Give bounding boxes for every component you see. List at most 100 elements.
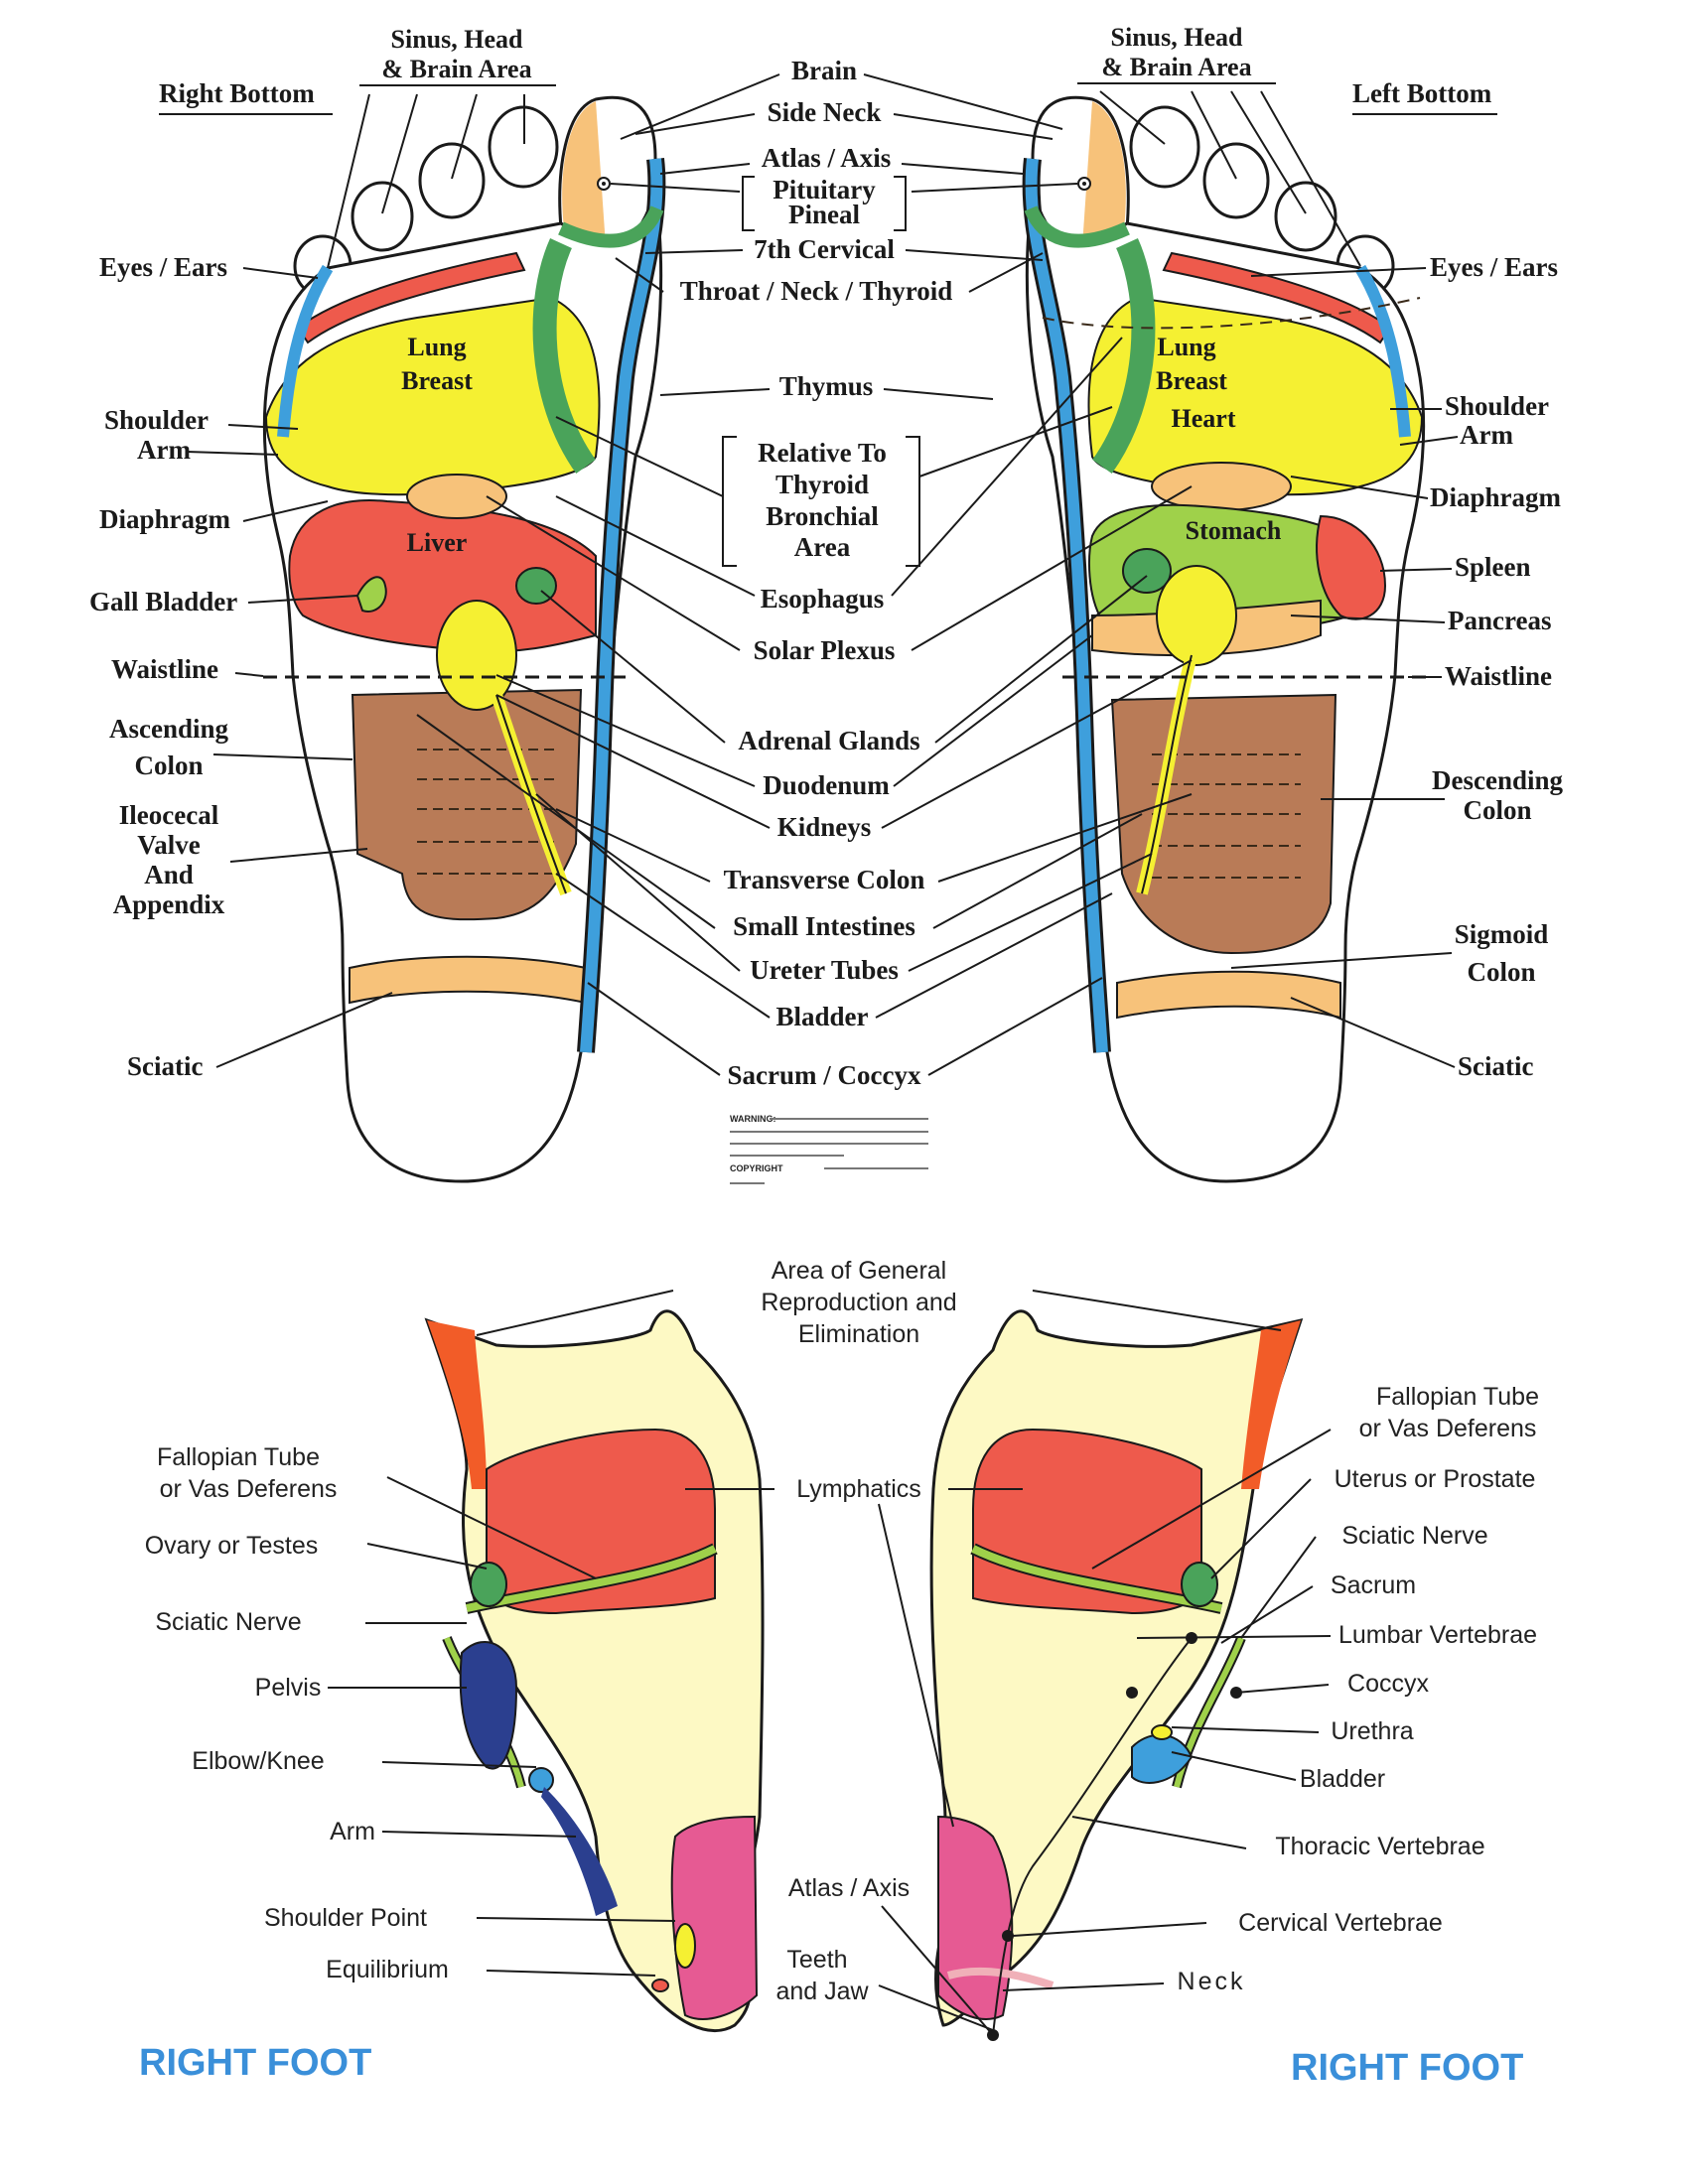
label-shoulder-left: Shoulder xyxy=(104,405,209,435)
label-urethra: Urethra xyxy=(1331,1717,1413,1745)
label-ovary: Ovary or Testes xyxy=(145,1532,319,1560)
label-fallopian-right-2: or Vas Deferens xyxy=(1359,1415,1537,1442)
label-relative-2: Thyroid xyxy=(775,470,869,499)
label-fallopian-left-2: or Vas Deferens xyxy=(160,1475,338,1503)
label-pineal: Pineal xyxy=(788,200,860,229)
right-toe-4 xyxy=(1274,181,1337,252)
label-lymphatics: Lymphatics xyxy=(796,1475,921,1503)
left-toe-4 xyxy=(351,181,414,252)
label-relative-3: Bronchial xyxy=(766,501,879,531)
center-labels: Brain Side Neck Atlas / Axis Pituitary P… xyxy=(680,56,953,1090)
label-arm-side: Arm xyxy=(330,1818,375,1845)
label-atlas-axis-sole: Atlas / Axis xyxy=(762,143,892,173)
label-sciatic-nerve-right: Sciatic Nerve xyxy=(1341,1522,1487,1550)
left-liver xyxy=(288,499,597,653)
label-thoracic: Thoracic Vertebrae xyxy=(1275,1833,1484,1860)
label-pituitary: Pituitary xyxy=(773,175,876,205)
label-gall-bladder: Gall Bladder xyxy=(89,587,237,616)
label-waistline-right: Waistline xyxy=(1445,661,1552,691)
label-uterus: Uterus or Prostate xyxy=(1335,1465,1536,1493)
side-foot-medial xyxy=(424,1309,765,2033)
label-equilibrium: Equilibrium xyxy=(326,1956,449,1983)
label-eyes-ears-left: Eyes / Ears xyxy=(99,252,227,282)
label-sinus-right-line1: Sinus, Head xyxy=(1111,23,1243,52)
label-solar-plexus: Solar Plexus xyxy=(754,635,896,665)
label-ascending-colon-2: Colon xyxy=(134,751,203,780)
title-right-foot-1: RIGHT FOOT xyxy=(139,2042,371,2084)
label-coccyx: Coccyx xyxy=(1347,1670,1429,1698)
right-colon xyxy=(1110,693,1337,955)
label-sigmoid-colon-1: Sigmoid xyxy=(1455,919,1549,949)
label-transverse-colon: Transverse Colon xyxy=(724,865,925,894)
warning-heading: WARNING: xyxy=(730,1114,776,1124)
label-sciatic-left: Sciatic xyxy=(127,1051,203,1081)
label-lung-left: Lung xyxy=(407,333,466,361)
label-sacrum-coccyx: Sacrum / Coccyx xyxy=(728,1060,921,1090)
label-breast-left: Breast xyxy=(401,366,473,395)
label-waistline-left: Waistline xyxy=(111,654,218,684)
left-sole-labels: Eyes / Ears Shoulder Arm Diaphragm Gall … xyxy=(89,252,237,1081)
label-neck: Neck xyxy=(1178,1968,1246,1995)
label-general-area-2: Reproduction and xyxy=(761,1289,956,1316)
label-descending-colon-2: Colon xyxy=(1463,795,1531,825)
label-brain: Brain xyxy=(791,56,857,85)
label-arm-left: Arm xyxy=(137,435,191,465)
label-fallopian-left-1: Fallopian Tube xyxy=(157,1443,320,1471)
label-atlas-axis-side: Atlas / Axis xyxy=(788,1874,910,1902)
label-ileocecal-4: Appendix xyxy=(113,889,225,919)
label-ureter: Ureter Tubes xyxy=(750,955,899,985)
label-adrenal: Adrenal Glands xyxy=(738,726,919,755)
label-diaphragm-left: Diaphragm xyxy=(99,504,231,534)
title-right-foot-2: RIGHT FOOT xyxy=(1291,2047,1523,2089)
heading-right-bottom: Right Bottom xyxy=(159,78,315,108)
label-arm-right: Arm xyxy=(1460,420,1513,450)
label-spleen: Spleen xyxy=(1455,552,1531,582)
label-sciatic-right: Sciatic xyxy=(1458,1051,1533,1081)
copyright-heading: COPYRIGHT xyxy=(730,1163,783,1173)
label-duodenum: Duodenum xyxy=(763,770,890,800)
label-sigmoid-colon-2: Colon xyxy=(1467,957,1535,987)
label-ileocecal-3: And xyxy=(144,860,194,889)
side-right-labels: Fallopian Tube or Vas Deferens Uterus or… xyxy=(1178,1383,1539,1995)
label-sinus-right-line2: & Brain Area xyxy=(1101,53,1251,81)
label-shoulder-point: Shoulder Point xyxy=(264,1904,427,1932)
label-pelvis: Pelvis xyxy=(255,1674,322,1702)
label-relative-4: Area xyxy=(794,532,851,562)
label-small-intestines: Small Intestines xyxy=(733,911,915,941)
label-lumbar: Lumbar Vertebrae xyxy=(1338,1621,1537,1649)
right-sole xyxy=(1022,95,1430,1183)
side-left-labels: Area of General Reproduction and Elimina… xyxy=(145,1257,957,2005)
label-liver: Liver xyxy=(407,528,468,557)
label-breast-right: Breast xyxy=(1156,366,1227,395)
label-sciatic-nerve-left: Sciatic Nerve xyxy=(155,1608,301,1636)
label-sacrum-side: Sacrum xyxy=(1331,1571,1416,1599)
label-diaphragm-right: Diaphragm xyxy=(1430,482,1562,512)
label-elbow-knee: Elbow/Knee xyxy=(192,1747,324,1775)
label-teeth: Teeth xyxy=(786,1946,847,1974)
label-ileocecal-2: Valve xyxy=(137,830,201,860)
label-kidneys: Kidneys xyxy=(777,812,872,842)
label-side-neck: Side Neck xyxy=(768,97,882,127)
left-colon xyxy=(351,688,583,921)
label-sinus-left-line1: Sinus, Head xyxy=(391,25,523,54)
label-fallopian-right-1: Fallopian Tube xyxy=(1376,1383,1539,1411)
right-sole-labels: Eyes / Ears Shoulder Arm Diaphragm Splee… xyxy=(1430,252,1563,1081)
left-sole xyxy=(262,95,666,1183)
label-general-area-1: Area of General xyxy=(772,1257,947,1285)
label-cervical: Cervical Vertebrae xyxy=(1238,1909,1443,1937)
label-lung-right: Lung xyxy=(1157,333,1215,361)
label-and-jaw: and Jaw xyxy=(775,1978,869,2005)
label-thymus: Thymus xyxy=(779,371,874,401)
label-stomach: Stomach xyxy=(1186,516,1282,545)
left-toe-3 xyxy=(418,142,486,219)
label-seventh-cervical: 7th Cervical xyxy=(754,234,895,264)
label-general-area-3: Elimination xyxy=(798,1320,919,1348)
label-relative-1: Relative To xyxy=(758,438,887,468)
label-bladder-sole: Bladder xyxy=(775,1002,868,1031)
label-shoulder-right: Shoulder xyxy=(1445,391,1549,421)
label-pancreas: Pancreas xyxy=(1448,606,1551,635)
label-ileocecal-1: Ileocecal xyxy=(119,800,219,830)
right-toe-3 xyxy=(1202,142,1270,219)
